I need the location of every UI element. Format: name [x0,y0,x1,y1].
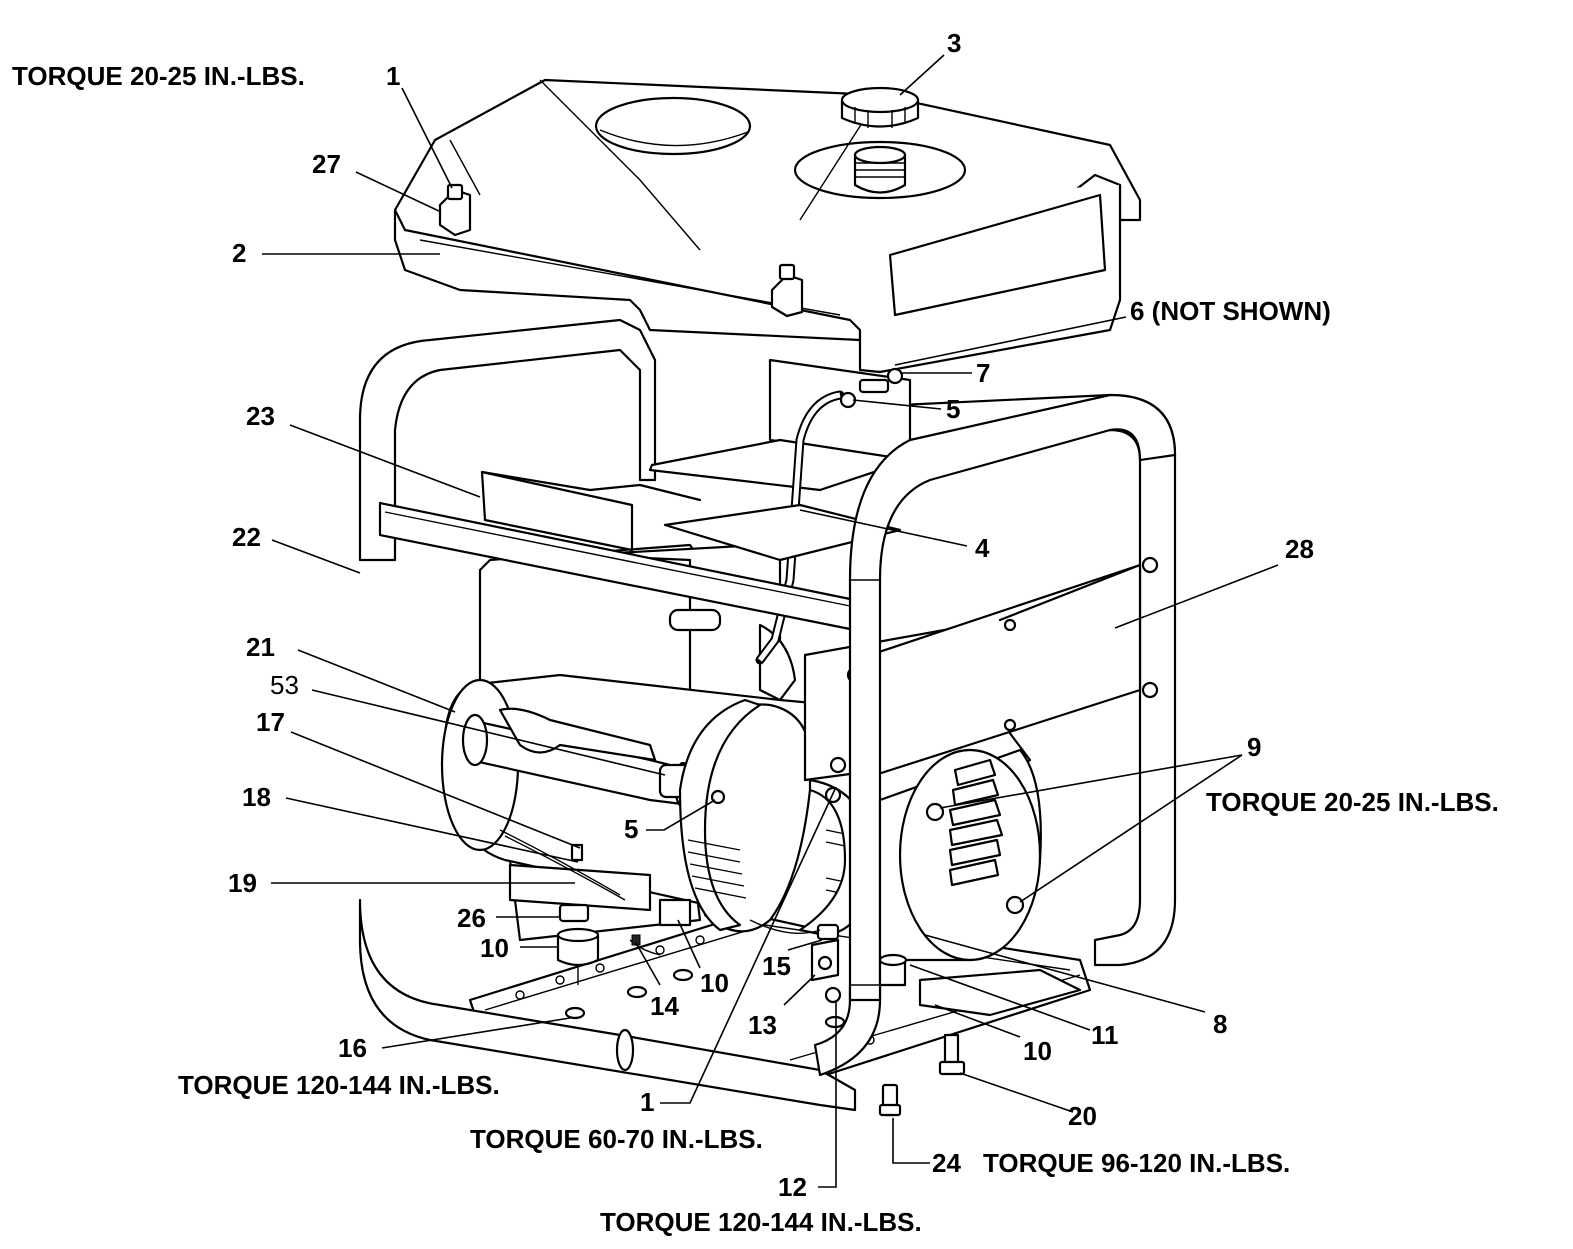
fuel-line [648,358,912,665]
mounts [508,863,1082,1117]
callout-1-bottom: 1 [640,1087,654,1117]
torque-note-bottom-left: TORQUE 120-144 IN.-LBS. [178,1070,500,1100]
torque-note-top-left: TORQUE 20-25 IN.-LBS. [12,61,305,91]
callout-24: 24 [932,1148,961,1178]
fuel-tank [393,78,1142,374]
tank-clamp-left [438,183,472,237]
callout-1-top: 1 [386,61,400,91]
callout-2: 2 [232,238,246,268]
callout-22: 22 [232,522,261,552]
callout-5-upper: 5 [946,394,960,424]
tube-frame-front [848,393,1177,1002]
callout-6: 6 (NOT SHOWN) [1130,296,1331,326]
torque-note-right: TORQUE 20-25 IN.-LBS. [1206,787,1499,817]
callout-11: 11 [1091,1020,1119,1050]
torque-note-bottom-mid: TORQUE 60-70 IN.-LBS. [470,1124,763,1154]
callout-3: 3 [947,28,961,58]
callout-28: 28 [1285,534,1314,564]
callout-23: 23 [246,401,275,431]
flange-nuts [564,968,846,1029]
torque-note-bottom-right: TORQUE 96-120 IN.-LBS. [983,1148,1290,1178]
callout-14: 14 [650,991,679,1021]
leader-lines [262,54,1279,1188]
callout-5-lower: 5 [624,814,638,844]
callout-15: 15 [762,951,791,981]
louvers [948,758,1004,887]
callout-8: 8 [1213,1009,1227,1039]
callout-26: 26 [457,903,486,933]
callout-12: 12 [778,1172,807,1202]
fuel-cap [840,86,920,128]
callout-13: 13 [748,1010,777,1040]
callout-10-mid: 10 [700,968,729,998]
callout-53: 53 [270,670,299,700]
wiring [499,829,821,956]
callout-17: 17 [256,707,285,737]
callout-16: 16 [338,1033,367,1063]
callout-labels: TORQUE 20-25 IN.-LBS. 1 3 27 2 6 (NOT SH… [12,28,1499,1237]
callout-21: 21 [246,632,275,662]
callout-10-left: 10 [480,933,509,963]
tank-clamp-right [770,263,804,318]
callout-10-right: 10 [1023,1036,1052,1066]
callout-4: 4 [975,533,990,563]
callout-20: 20 [1068,1101,1097,1131]
callout-9: 9 [1247,732,1261,762]
torque-note-bottom-center: TORQUE 120-144 IN.-LBS. [600,1207,922,1237]
callout-18: 18 [242,782,271,812]
callout-19: 19 [228,868,257,898]
callout-7: 7 [976,358,990,388]
callout-27: 27 [312,149,341,179]
ground-clamp [710,786,842,1004]
rear-bearing-carrier [878,748,1042,962]
